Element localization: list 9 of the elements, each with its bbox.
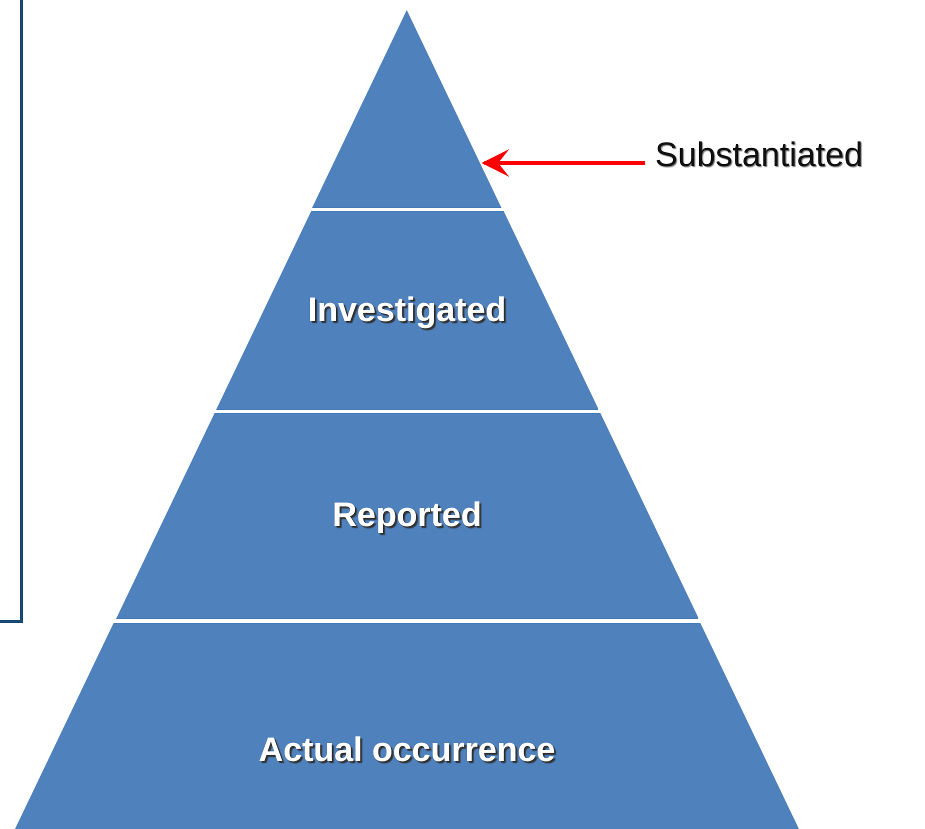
- pyramid-tier: [15, 623, 799, 829]
- pyramid-apex: [312, 10, 502, 208]
- tier-label: Reported: [331, 496, 483, 535]
- tier-label: Actual occurrence: [258, 730, 556, 770]
- pyramid-tier: [216, 211, 598, 410]
- callout-label: Substantiated: [655, 136, 863, 175]
- tier-label: Investigated: [306, 290, 508, 330]
- arrow: [481, 149, 645, 177]
- pyramid-tier: [116, 413, 698, 619]
